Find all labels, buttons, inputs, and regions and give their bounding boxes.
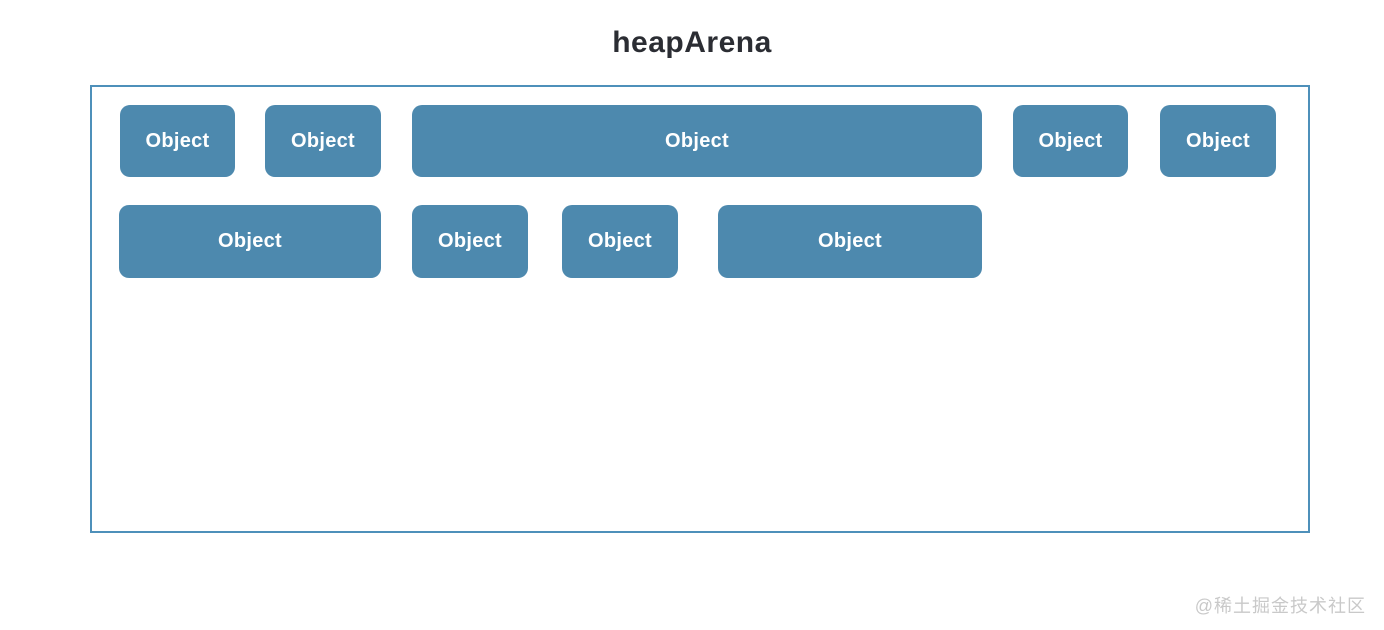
- heap-arena-container: Object Object Object Object Object Objec…: [90, 85, 1310, 533]
- watermark: @稀土掘金技术社区: [1194, 596, 1366, 616]
- heap-object: Object: [120, 105, 235, 177]
- heap-object: Object: [412, 105, 982, 177]
- heap-object: Object: [1013, 105, 1128, 177]
- heap-object: Object: [412, 205, 528, 278]
- heap-object: Object: [119, 205, 381, 278]
- heap-object: Object: [562, 205, 678, 278]
- heap-object: Object: [265, 105, 381, 177]
- diagram-title: heapArena: [612, 26, 772, 59]
- heap-object: Object: [1160, 105, 1276, 177]
- heap-object: Object: [718, 205, 982, 278]
